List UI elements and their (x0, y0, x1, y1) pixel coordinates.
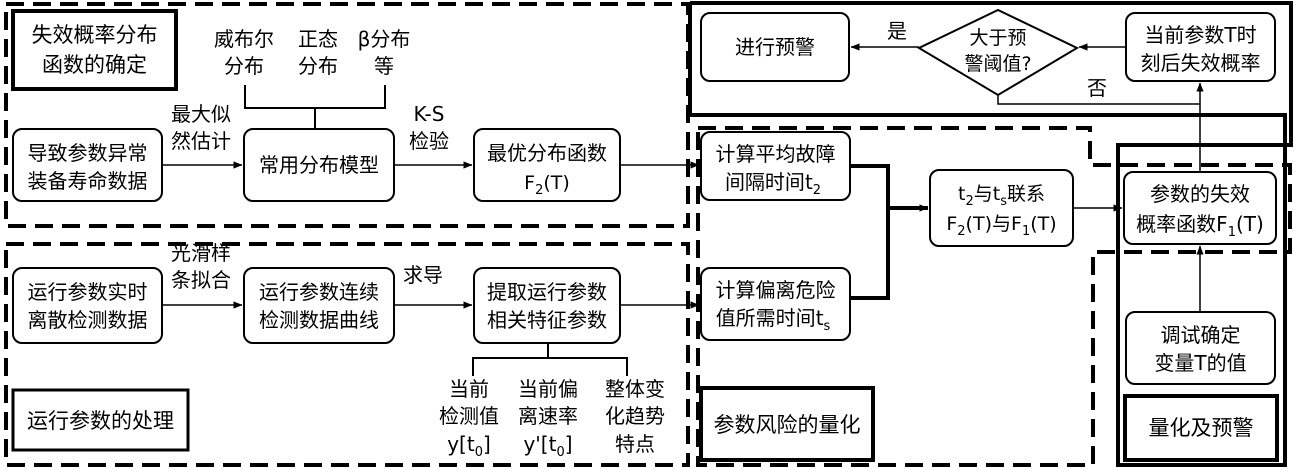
region-risk-quantification (696, 126, 1292, 467)
box-realtime-data-text: 运行参数实时离散检测数据 (28, 280, 148, 332)
label-derivative: 求导 (403, 263, 443, 287)
region-label-failure-dist-text: 失效概率分布函数的确定 (32, 23, 158, 77)
region-label-failure-dist: 失效概率分布函数的确定 (11, 9, 178, 91)
connector-distribution-bracket (244, 85, 386, 129)
box-continuous-curve-text: 运行参数连续检测数据曲线 (259, 280, 379, 332)
label-smoothing: 光滑样条拟合 (171, 241, 231, 292)
label-mle: 最大似然估计 (171, 102, 231, 153)
box-warning-text: 进行预警 (735, 35, 815, 59)
label-normal: 正态分布 (298, 27, 338, 78)
label-weibull: 威布尔分布 (214, 27, 274, 78)
connector-feature-bracket (472, 343, 628, 376)
region-label-param-processing: 运行参数的处理 (11, 388, 190, 452)
decision-threshold-text: 大于预警阈值? (964, 27, 1031, 75)
label-no: 否 (1087, 76, 1107, 100)
box-deviation-time (700, 267, 851, 341)
connector-no-loop (997, 95, 1200, 105)
region-parameter-processing (4, 242, 690, 467)
label-trend: 整体变化趋势特点 (605, 377, 665, 456)
connector-merge (850, 164, 928, 300)
box-life-data-text: 导致参数异常装备寿命数据 (28, 141, 148, 193)
region-label-quant-warning: 量化及预警 (1123, 394, 1279, 462)
box-optimal-dist-formula: F2(T) (524, 172, 570, 198)
box-optimal-dist-text: 最优分布函数 (487, 141, 607, 165)
label-beta: β分布等 (358, 27, 411, 78)
box-relation-line2: F2(T)与F1(T) (946, 213, 1056, 239)
box-common-models-text: 常用分布模型 (259, 153, 379, 177)
region-label-risk-quant: 参数风险的量化 (699, 386, 875, 462)
box-mtbf-text: 计算平均故障间隔时间t2 (716, 142, 836, 198)
label-yes: 是 (887, 19, 907, 43)
box-extract-features-text: 提取运行参数相关特征参数 (487, 280, 607, 332)
box-debug-T-text: 调试确定变量T的值 (1154, 323, 1246, 375)
box-relation-line1: t2与ts联系 (958, 183, 1045, 209)
region-label-quant-warning-text: 量化及预警 (1149, 416, 1254, 440)
region-quant-warning (688, 1, 1293, 467)
box-failure-func-text: 参数的失效概率函数F1(T) (1136, 182, 1264, 240)
region-label-risk-quant-text: 参数风险的量化 (714, 413, 861, 437)
box-warning (700, 12, 850, 82)
box-prob-after-T-text: 当前参数T时刻后失效概率 (1141, 23, 1261, 75)
box-deviation-time-text: 计算偏离危险值所需时间ts (716, 278, 836, 334)
region-label-param-processing-text: 运行参数的处理 (27, 409, 174, 433)
